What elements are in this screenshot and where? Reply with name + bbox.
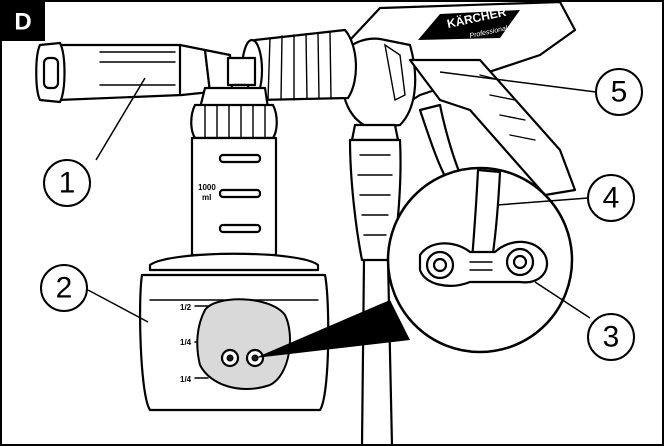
paint-container: 1/2 1/4 1/4 xyxy=(138,252,330,412)
callout-2-label: 2 xyxy=(56,272,73,305)
bottle-upper: 1000 ml xyxy=(190,136,278,257)
leader-1 xyxy=(95,77,146,161)
bottle-scale-lower-bottom: 1/4 xyxy=(180,375,192,384)
figure-badge: D xyxy=(1,1,45,41)
bottle-scale-upper-unit: ml xyxy=(202,193,211,202)
magnifier-detail xyxy=(255,166,574,358)
bottle-scale-lower-mid: 1/4 xyxy=(180,338,192,347)
bottle-scale-lower-top: 1/2 xyxy=(180,303,192,312)
spray-gun: KÄRCHER Professional xyxy=(338,0,577,446)
callout-3: 3 xyxy=(587,313,635,361)
callout-1-label: 1 xyxy=(59,167,76,200)
brand-plate xyxy=(418,10,520,40)
callout-4: 4 xyxy=(587,174,635,222)
callout-4-label: 4 xyxy=(603,182,620,215)
bottle-lid xyxy=(190,86,278,140)
leader-3 xyxy=(534,281,591,319)
callout-5: 5 xyxy=(595,68,643,116)
callout-2: 2 xyxy=(40,264,88,312)
leader-5 xyxy=(439,71,597,93)
extension-handle xyxy=(35,41,257,104)
figure-badge-letter: D xyxy=(14,9,31,36)
callout-5-label: 5 xyxy=(611,76,628,109)
bottle-scale-upper-top: 1000 xyxy=(198,183,216,192)
callout-1: 1 xyxy=(43,159,91,207)
leader-2 xyxy=(87,289,149,323)
leader-4 xyxy=(496,197,589,206)
callout-3-label: 3 xyxy=(603,321,620,354)
